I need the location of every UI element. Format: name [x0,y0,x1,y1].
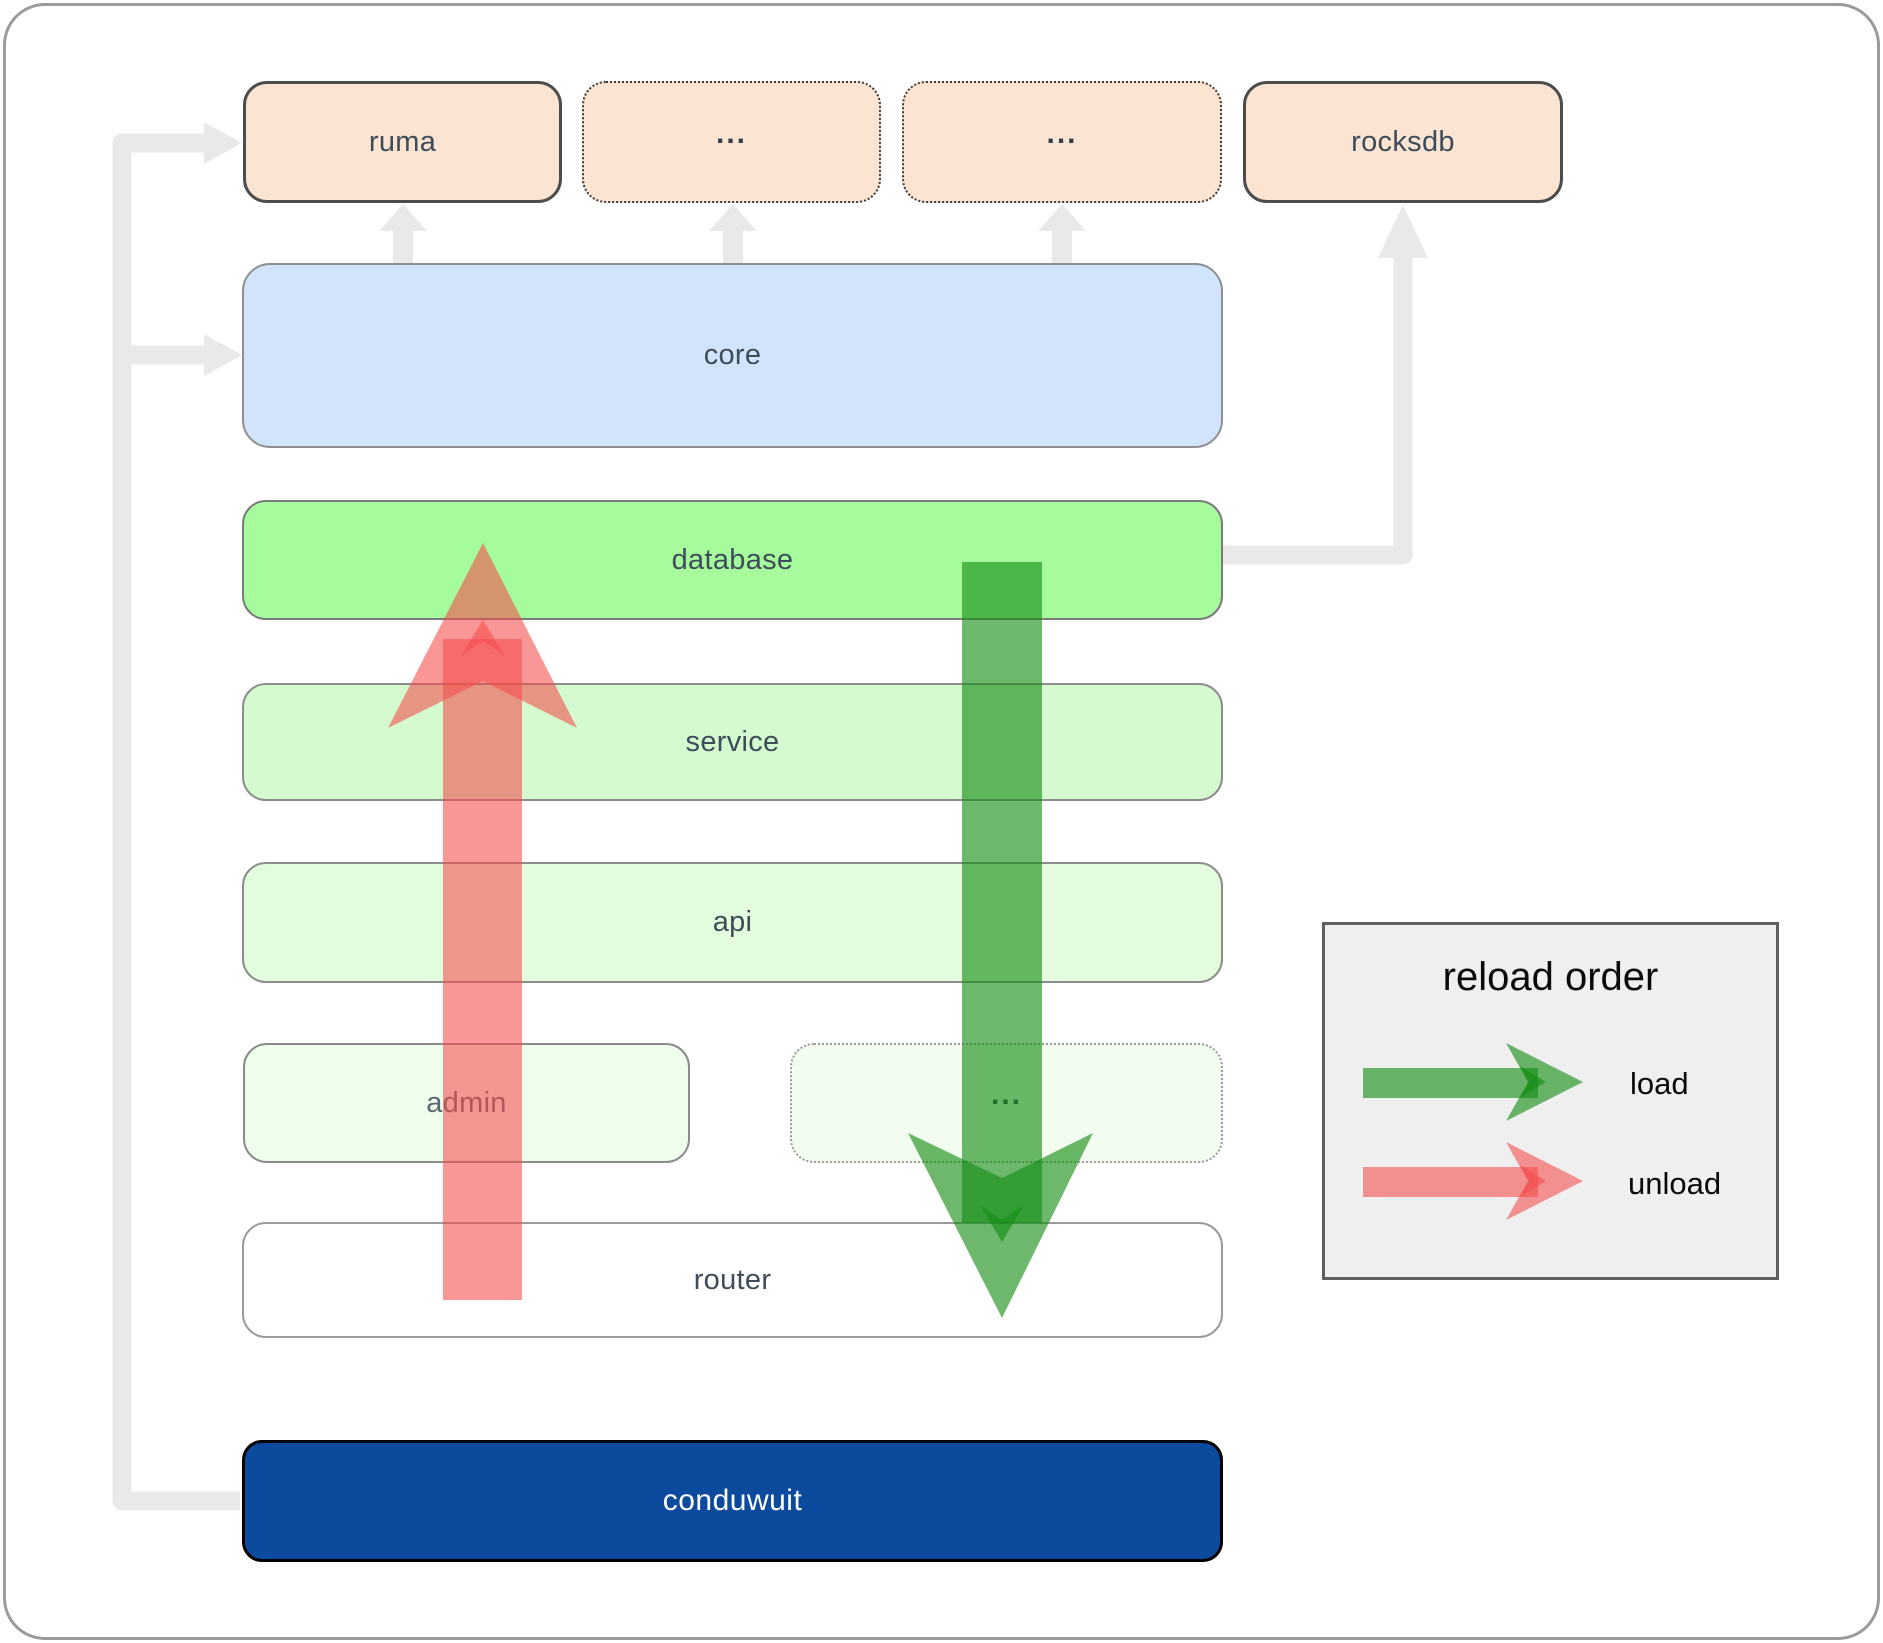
node-database-label: database [671,543,794,576]
node-ellipsis-top-1-label: ... [715,117,747,150]
node-ruma: ruma [243,81,562,203]
legend-reload-order: reload order load unload [1322,922,1779,1280]
node-service-label: service [685,725,780,758]
node-admin: admin [243,1043,690,1163]
node-api: api [242,862,1223,983]
node-ellipsis-mid: ... [790,1043,1223,1163]
node-database: database [242,500,1223,620]
node-rocksdb-label: rocksdb [1351,125,1455,158]
node-ellipsis-top-2-label: ... [1046,117,1078,150]
legend-title: reload order [1442,955,1659,999]
diagram-outer-border [3,3,1880,1640]
node-ellipsis-top-2: ... [902,81,1222,203]
node-conduwuit: conduwuit [242,1440,1223,1562]
node-ruma-label: ruma [368,125,437,158]
legend-label-unload: unload [1628,1166,1722,1201]
legend-label-load: load [1630,1066,1689,1101]
node-ellipsis-top-1: ... [582,81,881,203]
node-router: router [242,1222,1223,1338]
node-ellipsis-mid-label: ... [990,1078,1022,1111]
node-rocksdb: rocksdb [1243,81,1563,203]
node-router-label: router [693,1263,772,1296]
node-admin-label: admin [426,1086,507,1119]
node-api-label: api [712,906,753,938]
node-conduwuit-label: conduwuit [662,1484,803,1517]
node-core: core [242,263,1223,448]
node-core-label: core [703,339,762,371]
node-service: service [242,683,1223,801]
